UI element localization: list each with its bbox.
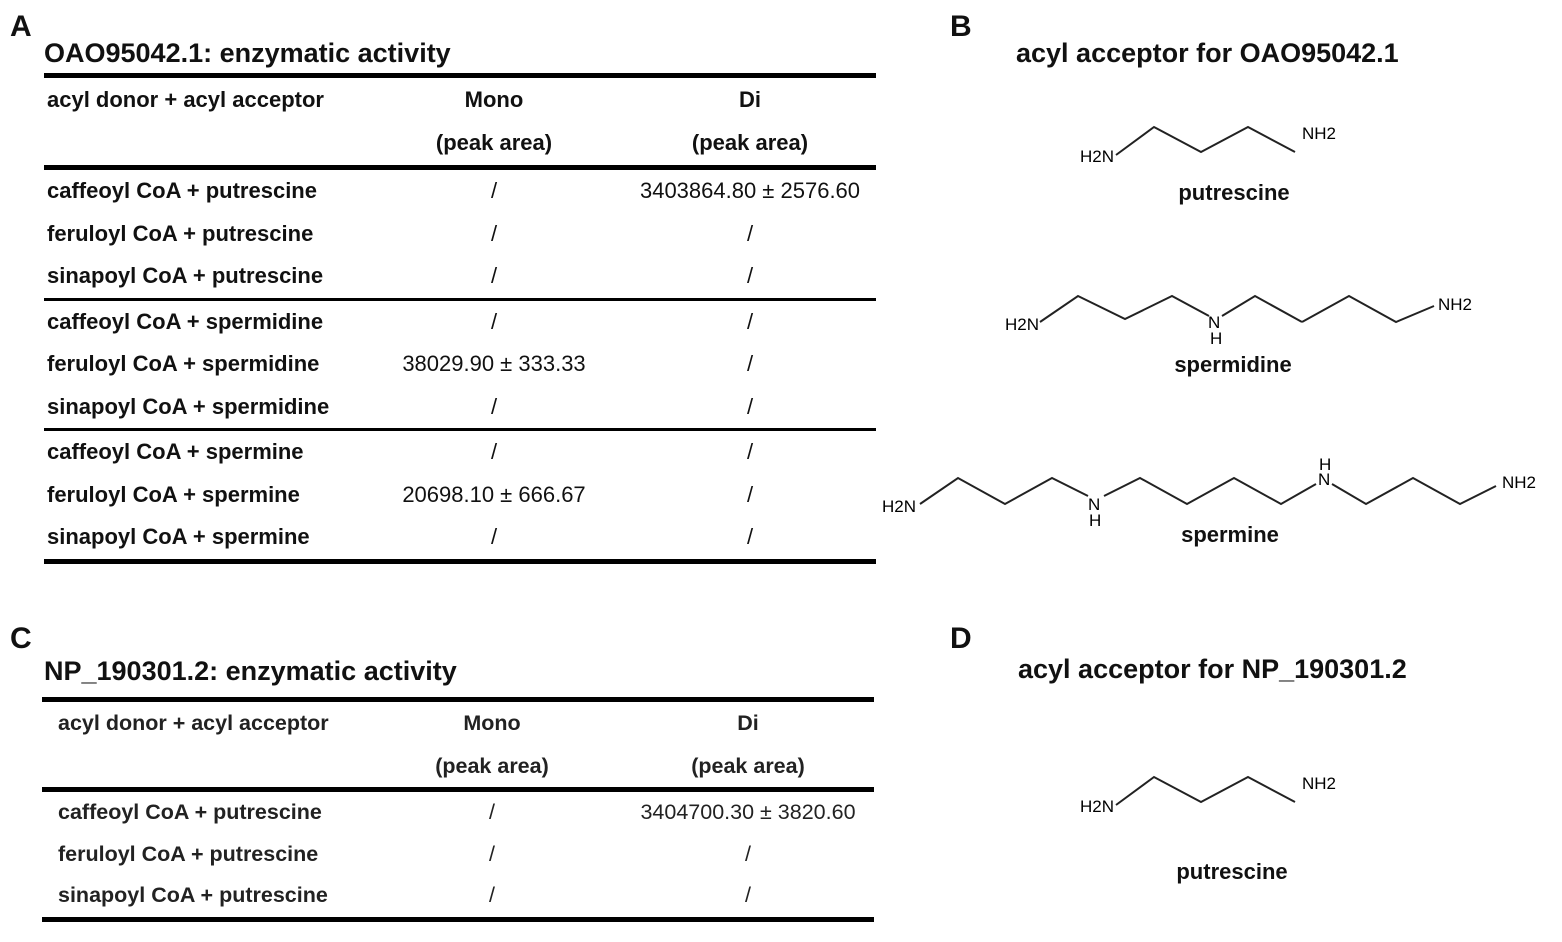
cell-donor-acceptor: sinapoyl CoA + putrescine bbox=[58, 883, 328, 908]
cell-mono: / bbox=[489, 800, 495, 825]
cell-donor-acceptor: caffeoyl CoA + putrescine bbox=[58, 800, 322, 825]
table-row: feruloyl CoA + putrescine / / bbox=[42, 834, 874, 876]
amine-label-left: H2N bbox=[1080, 147, 1114, 166]
cell-di: / bbox=[624, 255, 876, 301]
header-mono: Mono bbox=[463, 711, 521, 735]
cell-donor-acceptor: caffeoyl CoA + putrescine bbox=[47, 178, 317, 204]
panel-a-title: OAO95042.1: enzymatic activity bbox=[44, 38, 451, 68]
molecule-name-spermidine: spermidine bbox=[1174, 352, 1292, 377]
imine-n-label: N bbox=[1208, 313, 1220, 332]
panel-letter-a: A bbox=[10, 10, 32, 43]
panel-letter-c: C bbox=[10, 622, 32, 655]
cell-donor-acceptor: sinapoyl CoA + spermidine bbox=[44, 385, 364, 431]
spermidine-structure-tail: NH2 bbox=[1302, 294, 1472, 324]
cell-donor-acceptor: feruloyl CoA + putrescine bbox=[58, 841, 319, 866]
cell-mono: / bbox=[490, 220, 498, 246]
cell-donor-acceptor: feruloyl CoA + putrescine bbox=[47, 220, 314, 246]
molecule-name-putrescine: putrescine bbox=[1178, 180, 1290, 205]
table-row: sinapoyl CoA + spermine / / bbox=[44, 516, 876, 561]
table-row: feruloyl CoA + spermidine 38029.90 ± 333… bbox=[44, 343, 876, 386]
table-row: caffeoyl CoA + spermine / / bbox=[44, 430, 876, 474]
cell-mono: / bbox=[489, 841, 495, 866]
table-row: feruloyl CoA + putrescine / / bbox=[44, 213, 876, 256]
panel-d-title: acyl acceptor for NP_190301.2 bbox=[1018, 654, 1407, 684]
table-row: caffeoyl CoA + spermidine / / bbox=[44, 299, 876, 343]
header-acyl-donor-acceptor: acyl donor + acyl acceptor bbox=[47, 86, 324, 112]
panel-letter-d: D bbox=[950, 622, 972, 655]
amine-label-right: NH2 bbox=[1302, 774, 1336, 793]
panel-letter-b: B bbox=[950, 10, 972, 43]
cell-di: / bbox=[624, 385, 876, 431]
cell-mono: / bbox=[490, 524, 498, 550]
imine-h-label: H bbox=[1089, 511, 1101, 528]
cell-donor-acceptor: caffeoyl CoA + spermidine bbox=[47, 308, 324, 334]
cell-mono: / bbox=[490, 178, 498, 204]
enzymatic-activity-table-c: acyl donor + acyl acceptor Mono Di (peak… bbox=[42, 697, 874, 922]
spermidine-structure: H2N N H bbox=[1005, 294, 1303, 348]
cell-di: / bbox=[746, 481, 754, 507]
header-di: Di bbox=[739, 86, 761, 112]
header-di: Di bbox=[737, 711, 759, 735]
table-row: sinapoyl CoA + putrescine / / bbox=[42, 875, 874, 919]
molecule-name-putrescine-d: putrescine bbox=[1176, 859, 1288, 884]
table-row: sinapoyl CoA + spermidine / / bbox=[44, 385, 876, 431]
amine-label-right: NH2 bbox=[1502, 473, 1536, 492]
putrescine-structure-d: H2N NH2 bbox=[1080, 774, 1336, 816]
cell-mono: 38029.90 ± 333.33 bbox=[402, 351, 586, 377]
enzymatic-activity-table-a: acyl donor + acyl acceptor Mono Di (peak… bbox=[44, 73, 876, 564]
imine-n-label: N bbox=[1318, 470, 1330, 489]
cell-mono: / bbox=[364, 255, 624, 301]
table-row: feruloyl CoA + spermine 20698.10 ± 666.6… bbox=[44, 474, 876, 517]
cell-di: / bbox=[745, 841, 751, 866]
cell-donor-acceptor: sinapoyl CoA + spermine bbox=[47, 524, 310, 550]
cell-mono: / bbox=[364, 385, 624, 431]
header-blank bbox=[42, 745, 362, 792]
imine-h-label: H bbox=[1319, 458, 1331, 474]
amine-label-left: H2N bbox=[882, 497, 916, 516]
cell-di: / bbox=[746, 308, 754, 334]
header-di-unit: (peak area) bbox=[622, 745, 874, 792]
cell-di: 3403864.80 ± 2576.60 bbox=[639, 178, 861, 204]
putrescine-structure: H2N NH2 bbox=[1080, 124, 1336, 166]
cell-di: 3404700.30 ± 3820.60 bbox=[640, 800, 856, 825]
header-blank bbox=[44, 121, 364, 170]
cell-donor-acceptor: sinapoyl CoA + putrescine bbox=[44, 255, 364, 301]
cell-di: / bbox=[745, 883, 751, 908]
cell-di: / bbox=[746, 220, 754, 246]
amine-label-right: NH2 bbox=[1302, 124, 1336, 143]
header-mono-unit: (peak area) bbox=[362, 745, 622, 792]
header-acyl-donor-acceptor: acyl donor + acyl acceptor bbox=[58, 711, 329, 735]
cell-donor-acceptor: feruloyl CoA + spermine bbox=[47, 481, 300, 507]
cell-di: / bbox=[746, 439, 754, 465]
amine-label-left: H2N bbox=[1080, 797, 1114, 816]
molecule-name-spermine: spermine bbox=[1181, 522, 1279, 547]
cell-mono: / bbox=[490, 439, 498, 465]
cell-donor-acceptor: caffeoyl CoA + spermine bbox=[47, 439, 304, 465]
cell-di: / bbox=[746, 524, 754, 550]
table-row: caffeoyl CoA + putrescine / 3404700.30 ±… bbox=[42, 790, 874, 834]
header-mono: Mono bbox=[464, 86, 524, 112]
panel-b-title: acyl acceptor for OAO95042.1 bbox=[1016, 38, 1399, 68]
amine-label-left: H2N bbox=[1005, 315, 1039, 334]
header-di-unit: (peak area) bbox=[624, 121, 876, 170]
spermine-structure: H2N N H N H NH2 bbox=[882, 458, 1536, 528]
amine-label-right: NH2 bbox=[1438, 295, 1472, 314]
cell-mono: / bbox=[490, 308, 498, 334]
imine-n-label: N bbox=[1088, 495, 1100, 514]
imine-h-label: H bbox=[1210, 329, 1222, 348]
cell-donor-acceptor: feruloyl CoA + spermidine bbox=[47, 351, 320, 377]
panel-c-title: NP_190301.2: enzymatic activity bbox=[44, 656, 457, 686]
cell-mono: 20698.10 ± 666.67 bbox=[402, 481, 586, 507]
cell-di: / bbox=[746, 351, 754, 377]
table-row: caffeoyl CoA + putrescine / 3403864.80 ±… bbox=[44, 168, 876, 213]
header-mono-unit: (peak area) bbox=[364, 121, 624, 170]
table-row: sinapoyl CoA + putrescine / / bbox=[44, 255, 876, 301]
cell-mono: / bbox=[489, 883, 495, 908]
